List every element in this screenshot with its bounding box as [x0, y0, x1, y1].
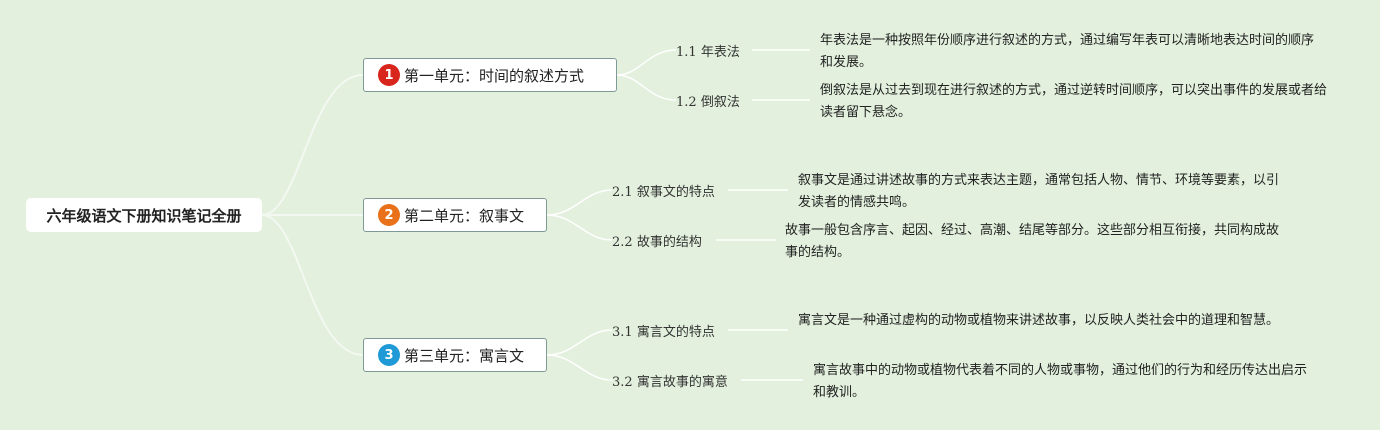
- connector-unit-3-topic-2: [546, 354, 613, 381]
- topic-2-2-label: 故事的结构: [636, 235, 702, 250]
- topic-2-2-node[interactable]: 2.2 故事的结构: [612, 231, 702, 250]
- connector-unit-2-topic-1: [546, 189, 613, 216]
- unit-2-title: 第二单元：叙事文: [404, 206, 525, 225]
- topic-2-1-number: 2.1: [612, 185, 633, 200]
- connector-unit-1-topic-2: [616, 74, 677, 101]
- topic-1-2-number: 1.2: [676, 95, 697, 110]
- topic-2-2-number: 2.2: [612, 235, 633, 250]
- connector-root-unit-3: [261, 214, 364, 356]
- connector-unit-3-topic-1: [546, 329, 613, 356]
- connector-unit-1-topic-1: [616, 49, 677, 76]
- connector-unit-2-topic-2: [546, 214, 613, 241]
- topic-2-1-description: 叙事文是通过讲述故事的方式来表达主题，通常包括人物、情节、环境等要素，以引发读者…: [798, 173, 1280, 210]
- connector-root-unit-1: [261, 74, 364, 216]
- topic-1-1-description: 年表法是一种按照年份顺序进行叙述的方式，通过编写年表可以清晰地表达时间的顺序和发…: [820, 33, 1315, 70]
- topic-3-1-description: 寓言文是一种通过虚构的动物或植物来讲述故事，以反映人类社会中的道理和智慧。: [798, 313, 1280, 328]
- unit-2-number-badge: 2: [378, 204, 400, 226]
- topic-3-1-node[interactable]: 3.1 寓言文的特点: [612, 321, 715, 340]
- topic-3-1-label: 寓言文的特点: [636, 325, 715, 340]
- root-topic-label: 六年级语文下册知识笔记全册: [46, 206, 242, 225]
- unit-2-node[interactable]: 2 第二单元：叙事文: [363, 198, 547, 232]
- topic-3-2-number: 3.2: [612, 375, 633, 390]
- topic-3-1-number: 3.1: [612, 325, 633, 340]
- topic-3-2-node[interactable]: 3.2 寓言故事的寓意: [612, 371, 728, 390]
- topic-1-2-description: 倒叙法是从过去到现在进行叙述的方式，通过逆转时间顺序，可以突出事件的发展或者给读…: [820, 83, 1328, 120]
- root-topic[interactable]: 六年级语文下册知识笔记全册: [26, 198, 262, 232]
- topic-2-2-description: 故事一般包含序言、起因、经过、高潮、结尾等部分。这些部分相互衔接，共同构成故事的…: [785, 223, 1280, 260]
- unit-3-number-badge: 3: [378, 344, 400, 366]
- unit-1-node[interactable]: 1 第一单元：时间的叙述方式: [363, 58, 617, 92]
- unit-3-title: 第三单元：寓言文: [404, 346, 525, 365]
- topic-2-1-node[interactable]: 2.1 叙事文的特点: [612, 181, 715, 200]
- topic-3-2-description: 寓言故事中的动物或植物代表着不同的人物或事物，通过他们的行为和经历传达出启示和教…: [813, 363, 1308, 400]
- unit-1-number-badge: 1: [378, 64, 400, 86]
- topic-2-1-label: 叙事文的特点: [636, 185, 715, 200]
- topic-1-1-number: 1.1: [676, 45, 697, 60]
- unit-3-node[interactable]: 3 第三单元：寓言文: [363, 338, 547, 372]
- topic-1-1-node[interactable]: 1.1 年表法: [676, 41, 740, 60]
- unit-1-title: 第一单元：时间的叙述方式: [404, 66, 585, 85]
- topic-1-1-label: 年表法: [700, 45, 740, 60]
- topic-1-2-node[interactable]: 1.2 倒叙法: [676, 91, 740, 110]
- topic-3-2-label: 寓言故事的寓意: [636, 375, 728, 390]
- topic-1-2-label: 倒叙法: [700, 95, 740, 110]
